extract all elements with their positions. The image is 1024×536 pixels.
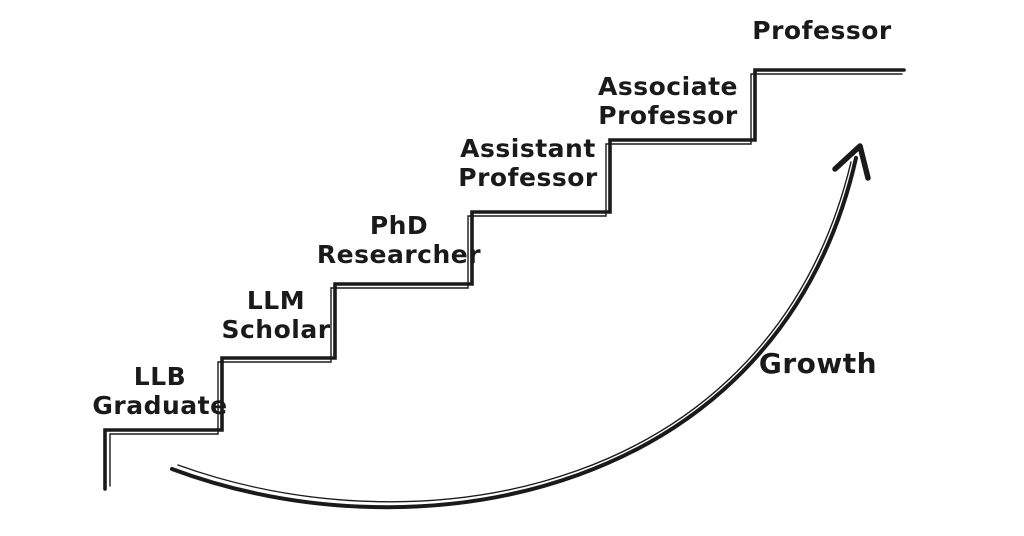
step-label-line: PhD bbox=[369, 211, 429, 240]
step-label-line: Scholar bbox=[221, 315, 331, 344]
step-label-line: Professor bbox=[598, 101, 738, 130]
step-label-line: LLM bbox=[246, 286, 306, 315]
step-label-llm-scholar: LLM Scholar bbox=[221, 286, 330, 344]
arrow-head-icon bbox=[832, 143, 871, 181]
growth-label: Growth bbox=[758, 347, 878, 380]
step-label-line: Professor bbox=[458, 163, 598, 192]
step-label-line: LLB bbox=[133, 362, 187, 391]
step-label-assistant-professor: Assistant Professor bbox=[458, 134, 597, 192]
step-label-professor: Professor bbox=[752, 16, 891, 45]
step-label-line: Graduate bbox=[92, 391, 228, 420]
step-label-llb-graduate: LLB Graduate bbox=[92, 362, 227, 420]
step-label-associate-professor: Associate Professor bbox=[598, 72, 738, 130]
step-label-line: Associate bbox=[598, 72, 738, 101]
step-label-line: Researcher bbox=[316, 240, 482, 269]
staircase-path bbox=[103, 68, 906, 491]
step-label-line: Assistant bbox=[460, 134, 596, 163]
step-label-phd-researcher: PhD Researcher bbox=[317, 211, 481, 269]
growth-arrow bbox=[170, 143, 871, 510]
step-label-line: Professor bbox=[752, 16, 892, 45]
